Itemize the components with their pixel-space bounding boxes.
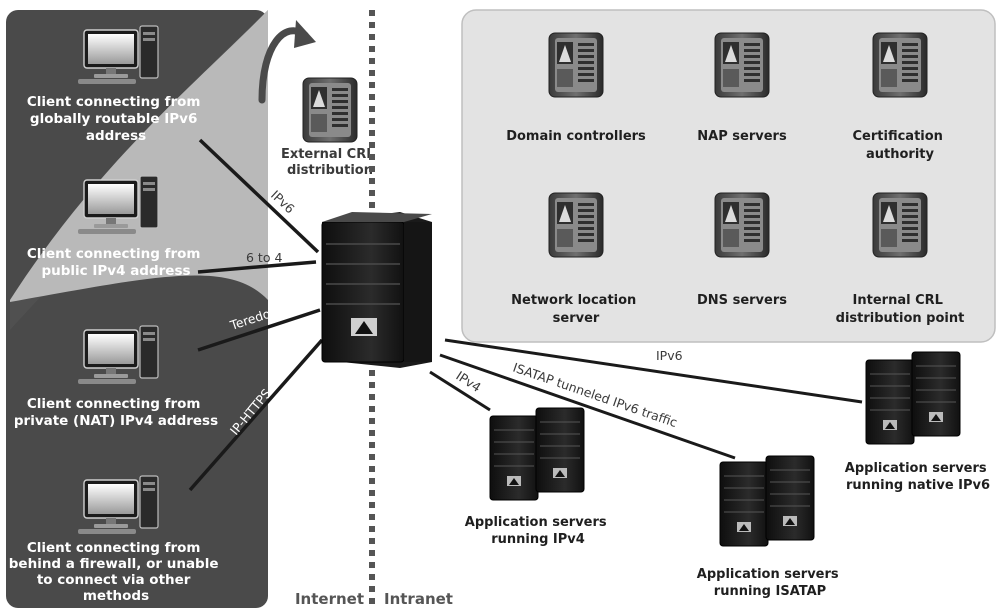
app-ipv6-tower-icon-1 bbox=[865, 359, 915, 445]
app-ipv6-label: Application servers running native IPv6 bbox=[845, 461, 991, 493]
link-ipv4-app bbox=[429, 370, 491, 412]
domain-controllers-label: Domain controllers bbox=[506, 129, 646, 144]
app-isatap-label: Application servers running ISATAP bbox=[697, 567, 843, 599]
link-isatap-app bbox=[439, 353, 736, 460]
arrow-head-icon bbox=[294, 20, 316, 48]
dns-servers-label: DNS servers bbox=[697, 293, 787, 308]
certification-authority-label: Certification authority bbox=[853, 129, 948, 162]
external-crl-label: External CRL distribution bbox=[281, 147, 379, 178]
client-label-4: Client connecting from behind a firewall… bbox=[9, 540, 223, 604]
nap-servers-label: NAP servers bbox=[697, 129, 787, 144]
internal-crl-label: Internal CRL distribution point bbox=[836, 293, 965, 326]
link-ip-https bbox=[188, 338, 324, 492]
nap-servers-icon bbox=[714, 32, 770, 98]
link-ipv6-app bbox=[444, 338, 863, 404]
link-ipv6-client bbox=[198, 138, 320, 254]
link-teredo bbox=[197, 308, 321, 352]
panel-curve bbox=[10, 10, 268, 302]
client-label-2: Client connecting from public IPv4 addre… bbox=[27, 246, 205, 279]
internal-crl-icon bbox=[872, 192, 928, 258]
link-label-ipv6-app: IPv6 bbox=[656, 348, 683, 363]
app-isatap-tower-icon-2 bbox=[765, 455, 815, 541]
link-6to4 bbox=[197, 260, 317, 274]
app-ipv4-tower-icon-1 bbox=[489, 415, 539, 501]
app-ipv6-tower-icon-2 bbox=[911, 351, 961, 437]
link-label-6to4: 6 to 4 bbox=[246, 250, 282, 265]
directaccess-server-icon bbox=[321, 212, 432, 368]
intranet-zone-label: Intranet bbox=[384, 590, 453, 608]
network-location-server-label: Network location server bbox=[511, 293, 641, 326]
external-crl-server-icon bbox=[302, 77, 358, 143]
app-isatap-tower-icon-1 bbox=[719, 461, 769, 547]
internet-zone-label: Internet bbox=[295, 590, 364, 608]
link-label-ipv6: IPv6 bbox=[268, 187, 298, 216]
client-label-1: Client connecting from globally routable… bbox=[27, 94, 205, 144]
domain-controllers-icon bbox=[548, 32, 604, 98]
client-label-3: Client connecting from private (NAT) IPv… bbox=[14, 396, 218, 429]
network-location-server-icon bbox=[548, 192, 604, 258]
app-ipv4-label: Application servers running IPv4 bbox=[465, 515, 611, 547]
certification-authority-icon bbox=[872, 32, 928, 98]
app-ipv4-tower-icon-2 bbox=[535, 407, 585, 493]
dns-servers-icon bbox=[714, 192, 770, 258]
